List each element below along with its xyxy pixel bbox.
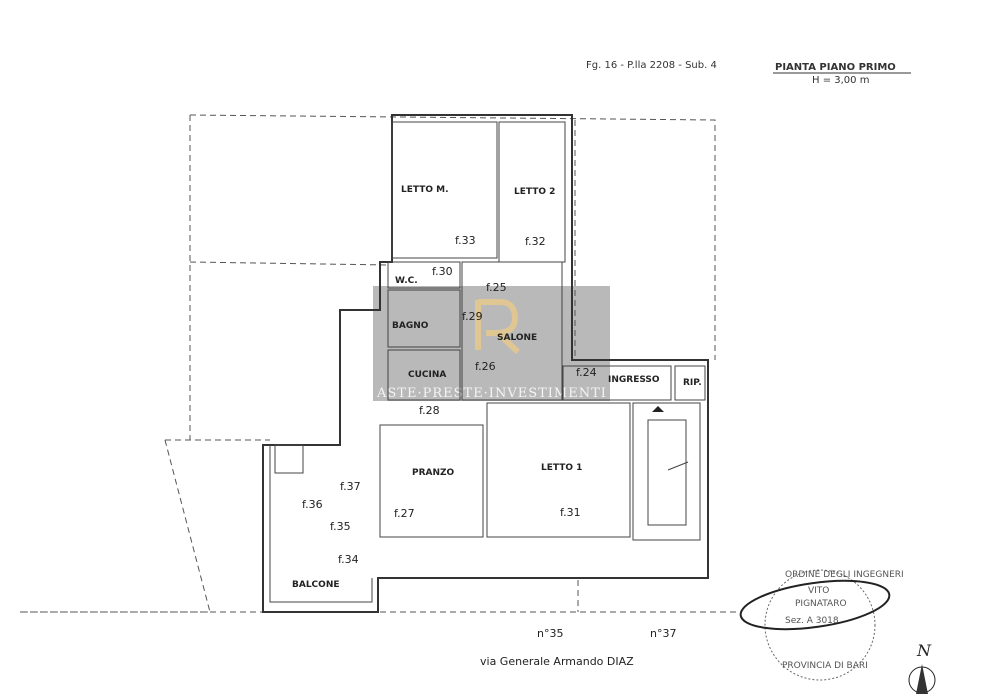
letto-m-outline xyxy=(391,121,498,259)
pranzo-outline xyxy=(379,424,484,538)
street-number-37: n°37 xyxy=(650,627,676,640)
photo-f26: f.26 xyxy=(475,360,496,373)
photo-f33: f.33 xyxy=(455,234,476,247)
photo-f30: f.30 xyxy=(432,265,453,278)
photo-f34: f.34 xyxy=(338,553,359,566)
watermark-background xyxy=(373,286,610,401)
boundary-lines xyxy=(20,114,740,613)
bagno-outline xyxy=(387,289,461,348)
room-rip: RIP. xyxy=(683,378,702,388)
rip-outline xyxy=(674,365,706,401)
watermark-logo xyxy=(475,299,521,355)
stamp-top-text: ORDINE DEGLI INGEGNERI xyxy=(785,570,904,580)
stamp-last-name: PIGNATARO xyxy=(795,599,847,609)
watermark-text: ASTE·PRESTE·INVESTIMENTI xyxy=(376,386,607,401)
photo-f25: f.25 xyxy=(486,281,507,294)
photo-f29: f.29 xyxy=(462,310,483,323)
photo-f24: f.24 xyxy=(576,366,597,379)
plan-height: H = 3,00 m xyxy=(812,75,869,86)
room-labels: LETTO M. LETTO 2 W.C. BAGNO SALONE CUCIN… xyxy=(292,185,702,590)
street-name: via Generale Armando DIAZ xyxy=(480,655,634,668)
photo-f31: f.31 xyxy=(560,506,581,519)
photo-f36: f.36 xyxy=(302,498,323,511)
stamp-section: Sez. A 3018 xyxy=(785,616,839,626)
street-number-35: n°35 xyxy=(537,627,563,640)
photo-f28: f.28 xyxy=(419,404,440,417)
stair-line xyxy=(667,461,689,471)
stairwell-outline xyxy=(632,402,701,541)
stamp-circle xyxy=(764,569,876,681)
balcone-outline xyxy=(269,445,373,603)
photo-f35: f.35 xyxy=(330,520,351,533)
stair-direction-icon xyxy=(652,406,664,412)
letto-1-outline xyxy=(486,402,631,538)
north-arrow-icon: N xyxy=(908,641,936,694)
photo-f27: f.27 xyxy=(394,507,415,520)
signature xyxy=(739,579,891,631)
room-wc: W.C. xyxy=(395,276,418,286)
salone-outline xyxy=(461,261,563,401)
photo-f32: f.32 xyxy=(525,235,546,248)
parcel-ref: Fg. 16 - P.lla 2208 - Sub. 4 xyxy=(586,60,717,71)
balcone-pillar xyxy=(274,444,304,474)
room-letto-2: LETTO 2 xyxy=(514,187,555,197)
room-letto-1: LETTO 1 xyxy=(541,463,582,473)
stamp-bottom-text: PROVINCIA DI BARI xyxy=(782,661,868,671)
room-pranzo: PRANZO xyxy=(412,468,455,478)
photo-f37: f.37 xyxy=(340,480,361,493)
photo-markers: f.24 f.25 f.26 f.27 f.28 f.29 f.30 f.31 … xyxy=(302,234,597,566)
room-salone: SALONE xyxy=(497,333,537,343)
plan-title: PIANTA PIANO PRIMO xyxy=(775,62,896,73)
walls xyxy=(262,114,709,613)
watermark: ASTE·PRESTE·INVESTIMENTI xyxy=(373,286,610,401)
room-balcone: BALCONE xyxy=(292,580,340,590)
wc-outline xyxy=(387,261,461,289)
cucina-outline xyxy=(387,349,461,401)
north-label: N xyxy=(916,641,932,660)
stairs xyxy=(647,419,687,526)
room-letto-m: LETTO M. xyxy=(401,185,449,195)
ingresso-outline xyxy=(562,365,672,401)
room-cucina: CUCINA xyxy=(408,370,446,380)
room-bagno: BAGNO xyxy=(392,321,429,331)
engineer-stamp: ORDINE DEGLI INGEGNERI VITO PIGNATARO Se… xyxy=(739,569,904,681)
stamp-first-name: VITO xyxy=(808,586,829,596)
room-ingresso: INGRESSO xyxy=(608,375,660,385)
